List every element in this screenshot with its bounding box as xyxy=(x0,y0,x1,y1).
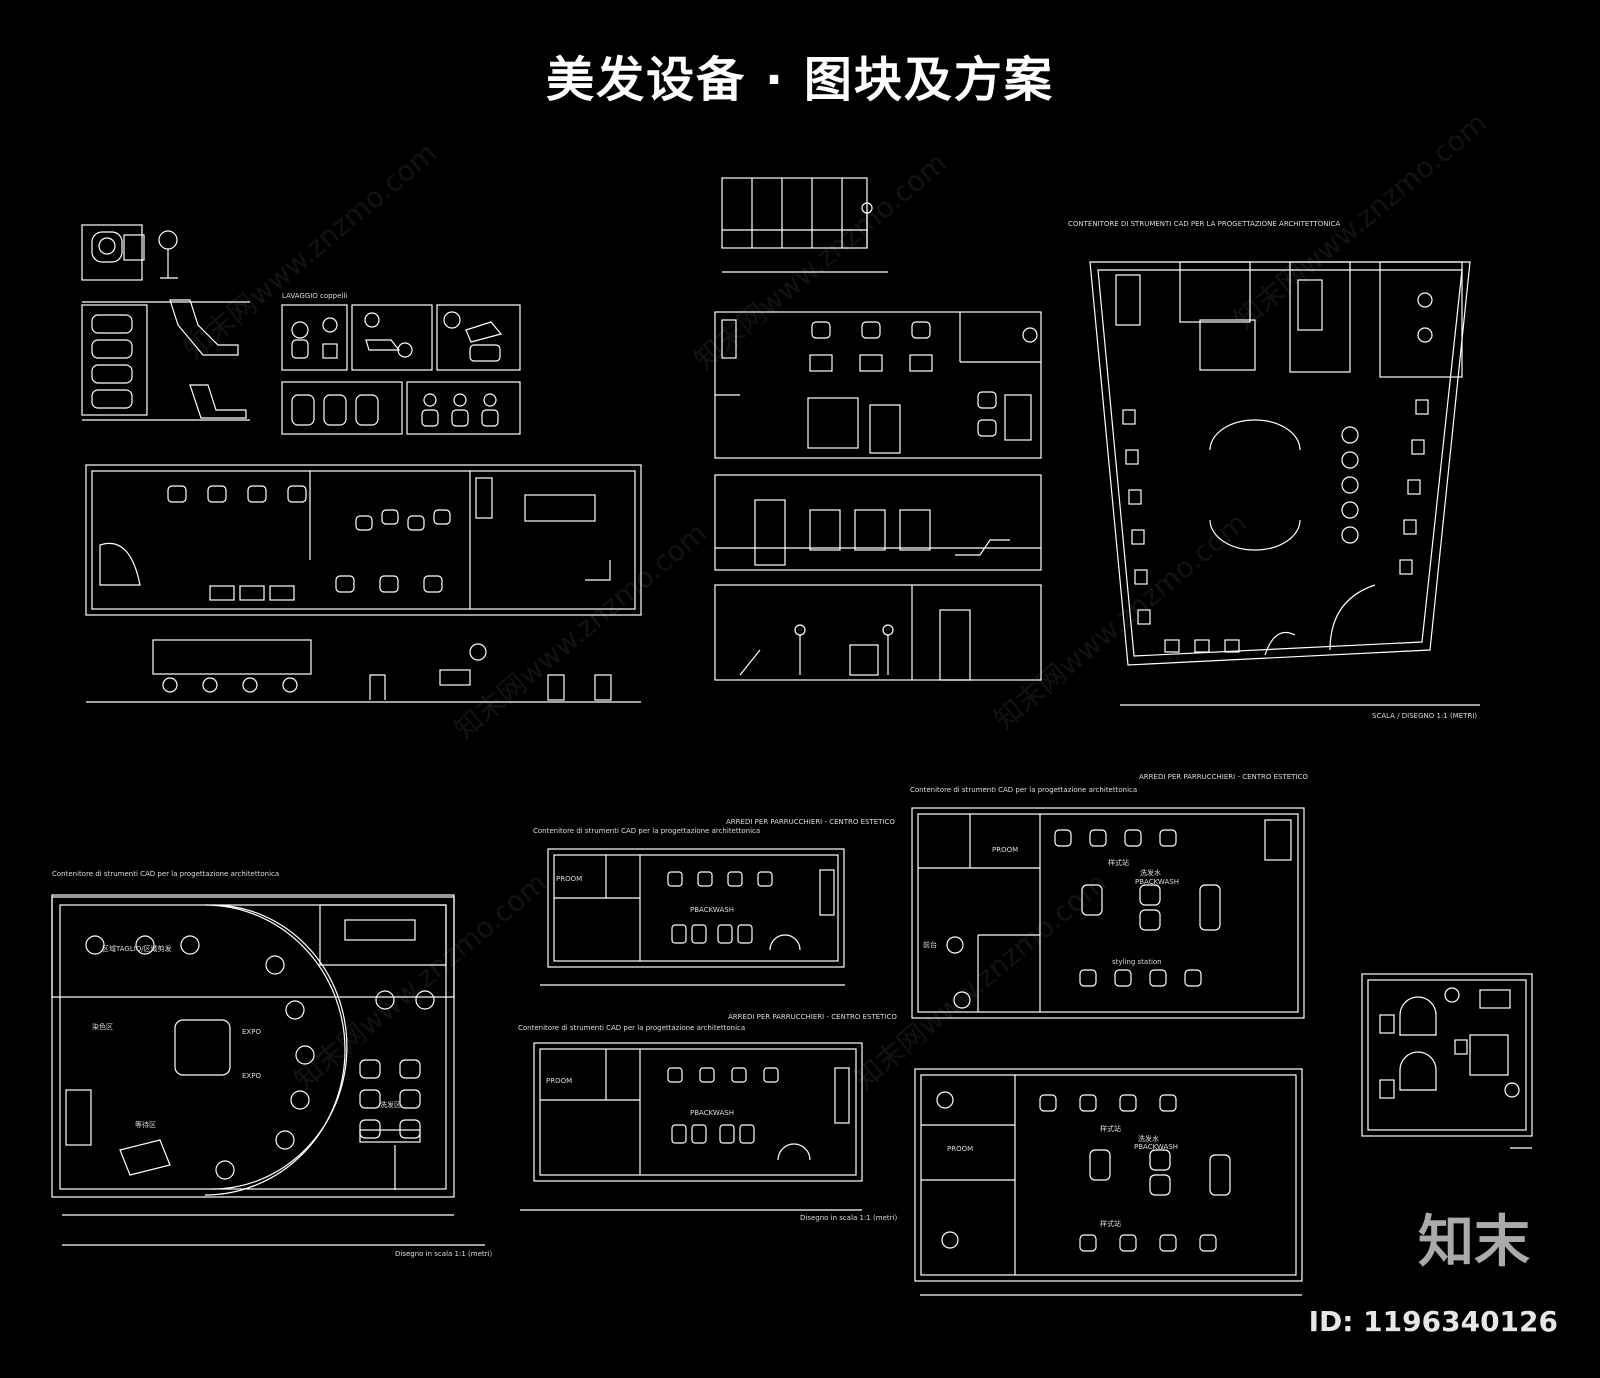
label-front-4: 前台 xyxy=(923,941,937,949)
label-style-5b: 样式站 xyxy=(1100,1220,1121,1228)
salon-plan-small-a xyxy=(540,848,845,986)
salon-plan-small-b xyxy=(520,1042,863,1211)
label-container-4: Contenitore di strumenti CAD per la prog… xyxy=(910,786,1138,794)
label-expo-2: EXPO xyxy=(242,1072,261,1080)
label-container-3: Contenitore di strumenti CAD per la prog… xyxy=(518,1024,746,1032)
label-backwash-2: PBACKWASH xyxy=(690,906,734,914)
label-proom-4: PROOM xyxy=(992,846,1019,854)
label-dye: 染色区 xyxy=(92,1023,113,1031)
label-backwash-3: PBACKWASH xyxy=(690,1109,734,1117)
salon-plan-long xyxy=(85,464,642,616)
brand-logo: 知末 xyxy=(1418,1210,1530,1275)
label-scala: SCALA / DISEGNO 1:1 (METRI) xyxy=(1372,712,1478,720)
section-elevation-mid xyxy=(714,474,1042,571)
label-style-4: 样式站 xyxy=(1108,859,1129,867)
salon-section-top xyxy=(721,177,888,273)
section-elevation-low xyxy=(714,584,1042,681)
label-shampoo: 洗发区 xyxy=(380,1101,401,1109)
salon-plan-trapezoid xyxy=(1089,261,1480,706)
label-wash-5: 洗发水 xyxy=(1138,1135,1159,1143)
salon-plan-right-a xyxy=(911,807,1305,1019)
label-styling-4: styling station xyxy=(1112,958,1162,966)
salon-plan-right-b xyxy=(914,1068,1303,1296)
label-container-caps: CONTENITORE DI STRUMENTI CAD PER LA PROG… xyxy=(1068,220,1341,228)
label-container-2: Contenitore di strumenti CAD per la prog… xyxy=(533,827,761,835)
label-proom-3: PROOM xyxy=(546,1077,573,1085)
label-container-1: Contenitore di strumenti CAD per la prog… xyxy=(52,870,280,878)
label-proom-2: PROOM xyxy=(556,875,583,883)
label-taglio: 区域TAGLIO/区域剪发 xyxy=(102,945,172,953)
image-id: ID: 1196340126 xyxy=(1308,1305,1558,1338)
salon-plan-far-right xyxy=(1361,973,1533,1149)
equipment-blocks xyxy=(81,224,521,435)
label-scale-3: Disegno in scala 1:1 (metri) xyxy=(800,1214,898,1222)
page-title: 美发设备 · 图块及方案 xyxy=(546,52,1054,108)
elevation-views xyxy=(86,639,641,703)
label-arredi-3: ARREDI PER PARRUCCHIERI - CENTRO ESTETIC… xyxy=(728,1013,897,1021)
label-arredi-4: ARREDI PER PARRUCCHIERI - CENTRO ESTETIC… xyxy=(1139,773,1308,781)
label-wait: 等待区 xyxy=(135,1121,156,1129)
salon-plan-mid xyxy=(714,311,1042,459)
label-proom-5: PROOM xyxy=(947,1145,974,1153)
label-backwash-4: PBACKWASH xyxy=(1135,878,1179,886)
label-arredi-2: ARREDI PER PARRUCCHIERI - CENTRO ESTETIC… xyxy=(726,818,895,826)
label-style-5: 样式站 xyxy=(1100,1125,1121,1133)
salon-plan-curved-outline xyxy=(51,896,485,1246)
label-backwash-5: PBACKWASH xyxy=(1134,1143,1178,1151)
label-scale-1: Disegno in scala 1:1 (metri) xyxy=(395,1250,493,1258)
label-lavaggio: LAVAGGIO coppelli xyxy=(282,292,348,300)
label-wash-4: 洗发水 xyxy=(1140,869,1161,877)
label-expo-1: EXPO xyxy=(242,1028,261,1036)
